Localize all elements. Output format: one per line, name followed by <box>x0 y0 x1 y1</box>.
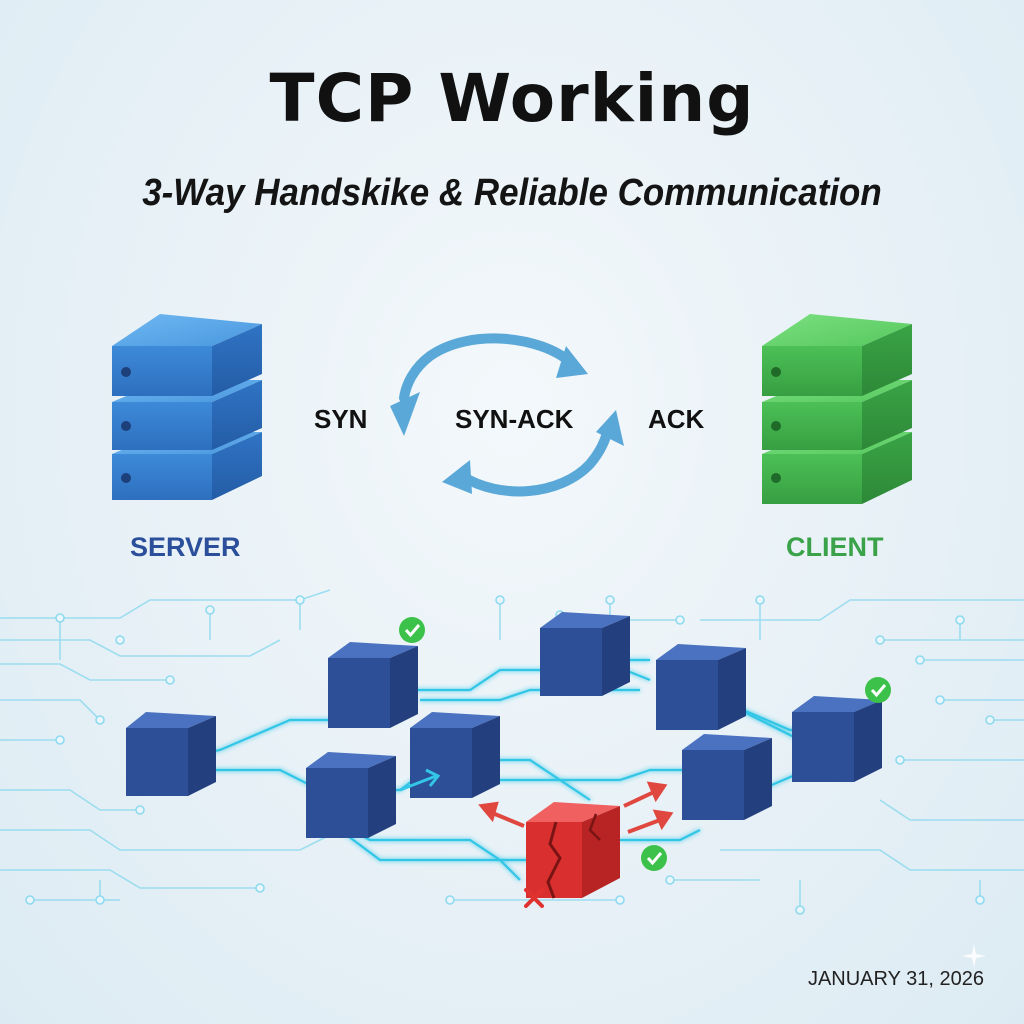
cycle-arrowheads <box>390 346 624 494</box>
ack-label: ACK <box>648 404 705 434</box>
check-icon <box>865 677 891 703</box>
packet-cube-5 <box>540 612 630 696</box>
retransmit-arrows <box>478 781 674 834</box>
packet-cube-8 <box>792 696 882 782</box>
circuit-nodes <box>25 595 995 915</box>
circuit-traces <box>0 589 1024 910</box>
packet-cube-2 <box>328 642 418 728</box>
page-title: TCP Working <box>269 60 755 137</box>
client-icon <box>762 314 912 504</box>
page-subtitle: 3-Way Handskike & Reliable Communication <box>142 172 882 214</box>
check-icon <box>641 845 667 871</box>
client-label: CLIENT <box>786 532 884 562</box>
sparkle-icon <box>962 944 986 968</box>
packet-cube-7 <box>682 734 772 820</box>
packet-cube-1 <box>126 712 216 796</box>
server-label: SERVER <box>130 532 241 562</box>
packet-cube-6 <box>656 644 746 730</box>
packet-cube-4 <box>306 752 396 838</box>
broken-packet-icon <box>526 802 620 899</box>
flow-arrow-icon <box>399 768 441 792</box>
cross-icon <box>524 888 544 908</box>
server-icon <box>112 314 262 500</box>
packet-cube-3 <box>410 712 500 798</box>
date-stamp: JANUARY 31, 2026 <box>807 968 984 990</box>
check-icon <box>399 617 425 643</box>
syn-ack-label: SYN-ACK <box>455 404 574 434</box>
syn-label: SYN <box>314 404 368 434</box>
cycle-arrow-icon <box>399 333 613 497</box>
